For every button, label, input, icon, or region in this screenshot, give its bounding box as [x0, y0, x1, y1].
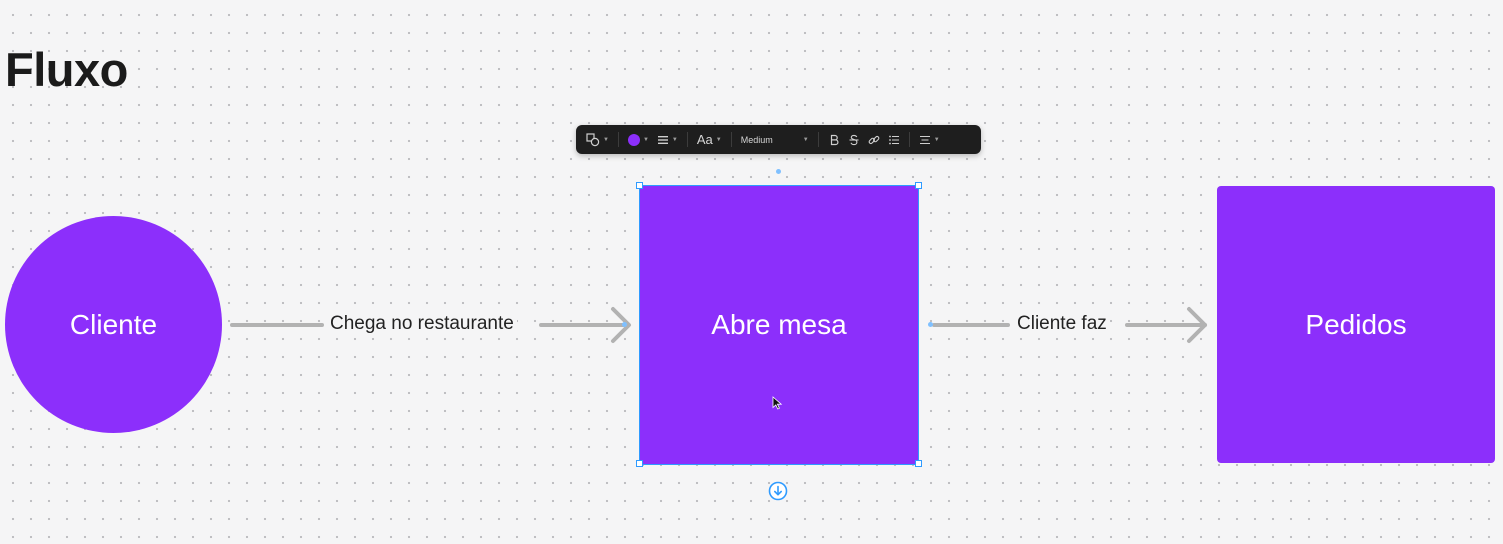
resize-handle-bottom-right[interactable] [915, 460, 922, 467]
font-label: Aa [696, 132, 713, 147]
shapes-icon [586, 132, 600, 146]
strikethrough-icon [849, 134, 859, 145]
add-connected-shape-icon[interactable] [768, 481, 788, 501]
font-family-button[interactable]: Aa ▼ [693, 129, 726, 150]
font-weight-select[interactable]: Medium ▼ [737, 129, 813, 150]
bullet-list-icon [888, 135, 899, 144]
bullet-list-button[interactable] [884, 129, 904, 150]
rotate-handle[interactable] [776, 169, 781, 174]
resize-handle-top-right[interactable] [915, 182, 922, 189]
resize-handle-bottom-left[interactable] [636, 460, 643, 467]
link-button[interactable] [864, 129, 884, 150]
bold-button[interactable] [824, 129, 844, 150]
toolbar-divider [617, 132, 619, 147]
stroke-weight-button[interactable]: ▼ [653, 129, 682, 150]
connection-point-right[interactable] [928, 322, 933, 327]
page-title[interactable]: Fluxo [5, 43, 128, 96]
chevron-down-icon: ▼ [715, 136, 722, 143]
chevron-down-icon: ▼ [603, 136, 609, 143]
resize-handle-top-left[interactable] [636, 182, 643, 189]
link-icon [868, 135, 880, 144]
arrowhead-icon [1187, 307, 1207, 343]
strikethrough-button[interactable] [844, 129, 864, 150]
connector-label[interactable]: Cliente faz [1014, 313, 1110, 335]
bold-icon [830, 134, 839, 145]
toolbar-divider [817, 132, 819, 147]
fill-color-swatch [627, 133, 640, 146]
shape-pedidos[interactable]: Pedidos [1217, 186, 1495, 463]
toolbar-divider [686, 132, 688, 147]
text-align-button[interactable]: ▼ [915, 129, 944, 150]
chevron-down-icon: ▼ [933, 136, 940, 143]
shape-type-button[interactable]: ▼ [582, 129, 613, 150]
text-align-icon [919, 135, 930, 144]
format-toolbar: ▼ ▼ ▼ Aa ▼ Medium ▼ [576, 125, 981, 154]
toolbar-divider [730, 132, 732, 147]
shape-abre-mesa[interactable]: Abre mesa [640, 186, 918, 464]
toolbar-divider [908, 132, 910, 147]
chevron-down-icon: ▼ [802, 136, 809, 143]
connector-label[interactable]: Chega no restaurante [327, 313, 517, 335]
font-weight-value: Medium [740, 134, 773, 145]
connection-point-left[interactable] [622, 322, 627, 327]
shape-cliente[interactable]: Cliente [5, 216, 222, 433]
chevron-down-icon: ▼ [671, 136, 678, 143]
shape-label: Cliente [69, 308, 158, 340]
shape-label: Pedidos [1305, 308, 1407, 340]
stroke-weight-icon [657, 135, 668, 144]
fill-color-button[interactable]: ▼ [624, 129, 653, 150]
shape-label: Abre mesa [711, 309, 847, 340]
chevron-down-icon: ▼ [642, 136, 649, 143]
mouse-cursor-icon [772, 396, 783, 410]
